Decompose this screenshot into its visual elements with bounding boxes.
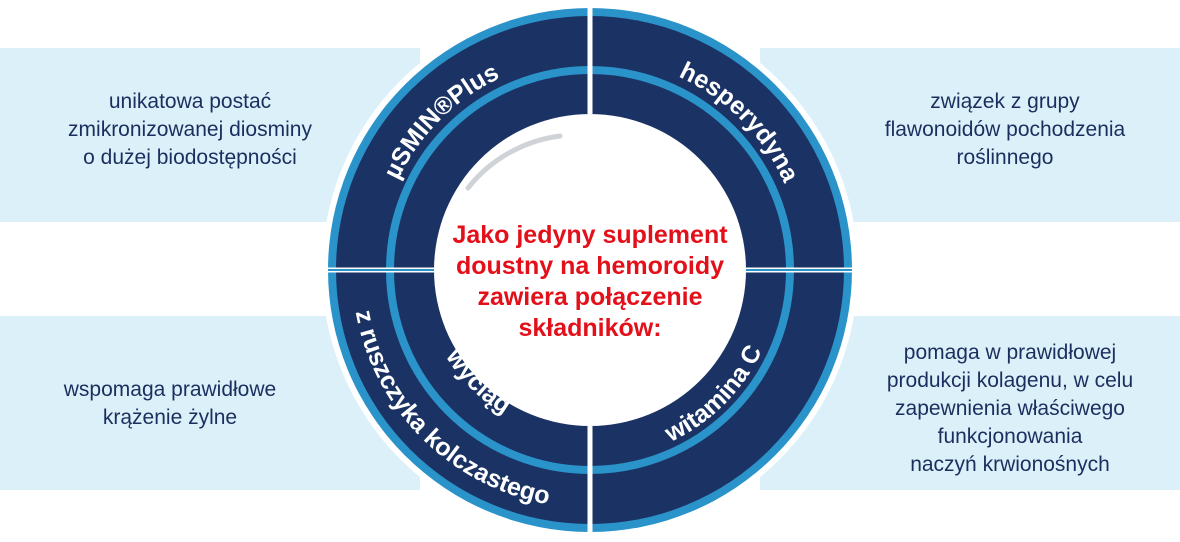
wheel-center-disc — [434, 114, 746, 426]
description-top-right: związek z grupy flawonoidów pochodzenia … — [884, 90, 1126, 169]
description-top-left: unikatowa postać zmikronizowanej diosmin… — [68, 90, 312, 169]
center-headline: Jako jedyny suplement doustny na hemoroi… — [452, 221, 728, 342]
decorative-arc — [465, 133, 563, 191]
description-bottom-left: wspomaga prawidłowe krążenie żylne — [63, 378, 277, 429]
description-bottom-right: pomaga w prawidłowej produkcji kolagenu,… — [886, 341, 1134, 476]
